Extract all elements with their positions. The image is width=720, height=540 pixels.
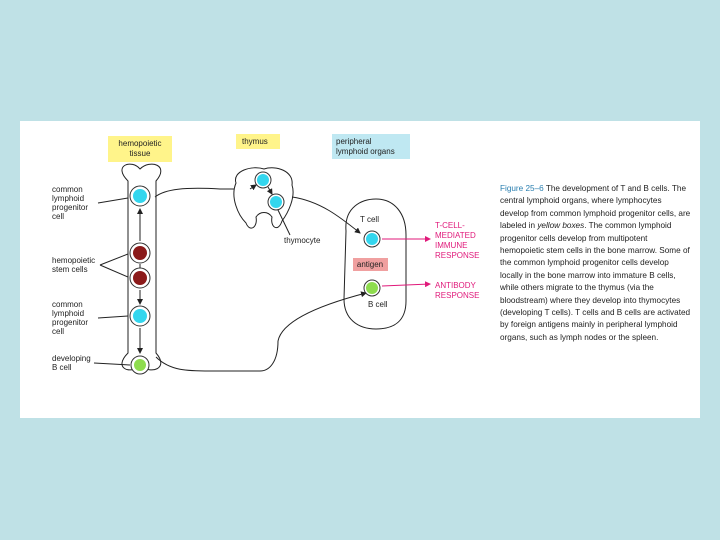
svg-text:cell: cell <box>52 212 64 221</box>
caption-text-2: . The common lymphoid progenitor cells d… <box>500 221 691 342</box>
svg-text:common: common <box>52 185 83 194</box>
cell-b-peripheral <box>363 279 381 297</box>
label-t-response: T-CELL- MEDIATED IMMUNE RESPONSE <box>435 221 479 260</box>
antigen-label: antigen <box>357 260 383 269</box>
label-common-progenitor-bottom: common lymphoid progenitor cell <box>52 300 129 336</box>
svg-text:IMMUNE: IMMUNE <box>435 241 467 250</box>
thymus-box: thymus <box>236 134 280 149</box>
hemopoietic-box-line2: tissue <box>130 149 151 158</box>
label-thymocyte: thymocyte <box>284 236 321 245</box>
thymus-box-label: thymus <box>242 137 268 146</box>
svg-text:hemopoietic: hemopoietic <box>52 256 95 265</box>
hemopoietic-box-line1: hemopoietic <box>118 139 161 148</box>
cell-stem-1 <box>129 242 151 264</box>
lymphocyte-development-diagram: hemopoietic tissue thymus peripheral lym… <box>52 134 479 375</box>
peripheral-box-line1: peripheral <box>336 137 372 146</box>
svg-text:stem cells: stem cells <box>52 265 88 274</box>
label-t-cell: T cell <box>360 215 379 224</box>
slide-panel: hemopoietic tissue thymus peripheral lym… <box>20 121 700 418</box>
caption-italic: yellow boxes <box>537 221 585 231</box>
svg-text:common: common <box>52 300 83 309</box>
figure-number: Figure 25–6 <box>500 184 544 193</box>
label-antibody-response: ANTIBODY RESPONSE <box>435 281 479 300</box>
cell-thymus-1 <box>254 171 272 189</box>
svg-text:lymphoid: lymphoid <box>52 309 84 318</box>
cell-common-progenitor-bottom <box>129 305 151 327</box>
svg-text:cell: cell <box>52 327 64 336</box>
migration-path <box>154 187 250 198</box>
svg-text:progenitor: progenitor <box>52 318 88 327</box>
cell-t-peripheral <box>363 230 381 248</box>
figure-caption: Figure 25–6 The development of T and B c… <box>500 183 692 344</box>
svg-text:progenitor: progenitor <box>52 203 88 212</box>
cell-stem-2 <box>129 267 151 289</box>
svg-text:lymphoid: lymphoid <box>52 194 84 203</box>
svg-text:T-CELL-: T-CELL- <box>435 221 465 230</box>
cell-developing-b <box>130 355 150 375</box>
label-common-progenitor-top: common lymphoid progenitor cell <box>52 185 129 221</box>
peripheral-lymphoid-box: peripheral lymphoid organs <box>332 134 410 159</box>
svg-text:developing: developing <box>52 354 91 363</box>
svg-text:RESPONSE: RESPONSE <box>435 251 479 260</box>
label-stem-cells: hemopoietic stem cells <box>52 253 129 278</box>
cell-common-progenitor-top <box>129 185 151 207</box>
svg-text:B cell: B cell <box>52 363 72 372</box>
svg-text:MEDIATED: MEDIATED <box>435 231 476 240</box>
label-developing-b: developing B cell <box>52 354 131 372</box>
hemopoietic-tissue-box: hemopoietic tissue <box>108 136 172 162</box>
antigen-box: antigen <box>353 258 388 271</box>
cell-thymocyte <box>267 193 285 211</box>
svg-text:RESPONSE: RESPONSE <box>435 291 479 300</box>
peripheral-box-line2: lymphoid organs <box>336 147 395 156</box>
caption-text-1: The development of T and B cells. The ce… <box>500 184 691 231</box>
thymus-outline <box>233 167 294 229</box>
svg-text:ANTIBODY: ANTIBODY <box>435 281 477 290</box>
label-b-cell: B cell <box>368 300 388 309</box>
